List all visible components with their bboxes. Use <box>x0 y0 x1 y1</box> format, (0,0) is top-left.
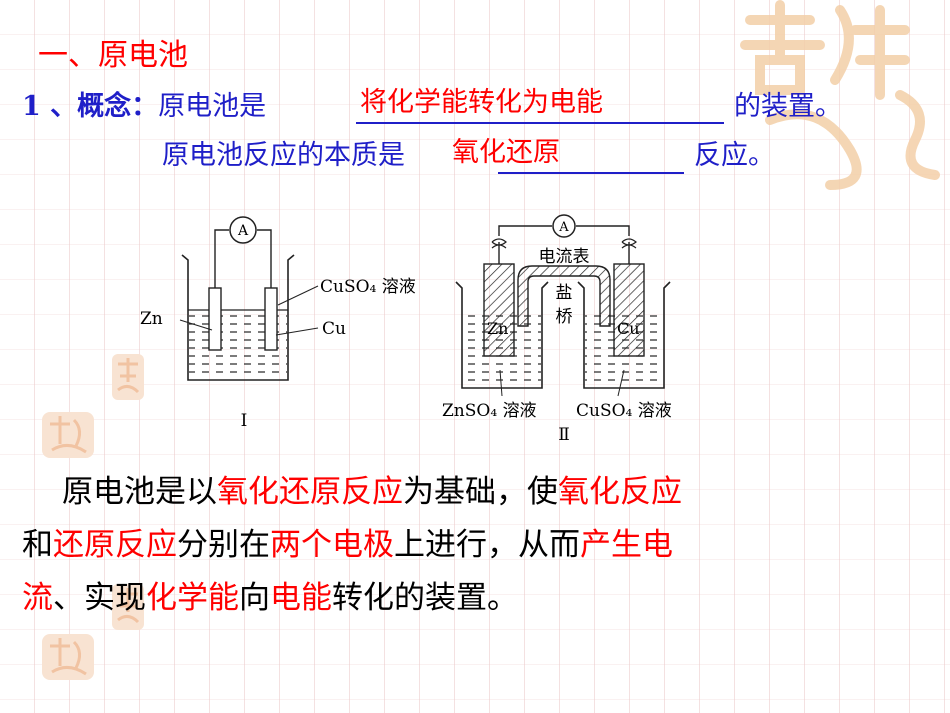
cell-2-cu-label: Cu <box>617 319 640 338</box>
para-text: 上进行，从而 <box>394 527 580 563</box>
cell-1-ammeter-symbol: A <box>237 223 249 239</box>
concept-label: 1 、概念： <box>22 91 159 122</box>
para-text: 为基础，使 <box>403 474 558 510</box>
para-text: 和 <box>22 527 53 563</box>
watermark-seal-4 <box>42 634 94 680</box>
answer-blank-2: 氧化还原 <box>452 137 560 168</box>
para-highlight: 产生电 <box>580 527 673 563</box>
cell-2-diagram: Zn Cu 盐 桥 A 电流表 ZnSO₄ 溶液 CuSO₄ 溶液 Ⅱ <box>442 214 672 445</box>
concept-line1-prefix: 原电池是 <box>158 91 267 122</box>
ammeter-label: 电流表 <box>539 247 590 267</box>
para-highlight: 两个电极 <box>270 527 394 563</box>
watermark-calligraphy <box>740 0 940 190</box>
cell-2-left-solution: ZnSO₄ 溶液 <box>442 401 537 421</box>
watermark-seal-3 <box>112 584 144 630</box>
cell-2-caption: Ⅱ <box>558 425 570 445</box>
concept-line1-suffix: 的装置。 <box>734 91 842 122</box>
cell-1-zn-label: Zn <box>140 309 163 329</box>
para-text: 向 <box>239 580 270 616</box>
para-highlight: 氧化反应 <box>558 474 682 510</box>
para-highlight: 氧化还原反应 <box>217 474 403 510</box>
blank-underline-2 <box>498 172 684 174</box>
para-text: 原电池是以 <box>62 474 217 510</box>
paragraph-line-2: 和还原反应分别在两个电极上进行，从而产生电 <box>22 519 673 564</box>
watermark-seal-2 <box>42 412 94 458</box>
cell-1-cu-label: Cu <box>322 319 346 339</box>
section-title: 一、原电池 <box>38 38 188 73</box>
cell-1-diagram: A Zn Cu CuSO₄ 溶液 Ⅰ <box>140 216 416 431</box>
para-highlight: 化学能 <box>146 580 239 616</box>
cell-2-right-solution: CuSO₄ 溶液 <box>576 401 672 421</box>
galvanic-cell-figure: A Zn Cu CuSO₄ 溶液 Ⅰ Zn Cu 盐 桥 A 电流表 Z <box>140 214 672 445</box>
answer-blank-1: 将化学能转化为电能 <box>360 87 603 118</box>
cell-2-ammeter-symbol: A <box>558 220 569 235</box>
para-text: 分别在 <box>177 527 270 563</box>
salt-bridge-label-2: 桥 <box>556 307 573 327</box>
blank-underline-1 <box>356 122 724 124</box>
concept-line2-prefix: 原电池反应的本质是 <box>162 140 405 171</box>
concept-line2-suffix: 反应。 <box>694 140 775 171</box>
cell-2-zn-label: Zn <box>487 319 508 338</box>
para-text: 转化的装置。 <box>332 580 518 616</box>
para-highlight: 电能 <box>270 580 332 616</box>
concept-line-1: 1 、概念：原电池是 <box>22 84 266 123</box>
para-highlight: 还原反应 <box>53 527 177 563</box>
cell-1-caption: Ⅰ <box>241 411 248 431</box>
paragraph-line-1: 原电池是以氧化还原反应为基础，使氧化反应 <box>62 466 682 511</box>
paragraph-line-3: 流、实现化学能向电能转化的装置。 <box>22 572 518 617</box>
para-highlight: 流 <box>22 580 53 616</box>
cell-1-solution-label: CuSO₄ 溶液 <box>320 277 416 297</box>
watermark-seal-1 <box>112 354 144 400</box>
para-text: 、实现 <box>53 580 146 616</box>
salt-bridge-label-1: 盐 <box>556 283 573 303</box>
